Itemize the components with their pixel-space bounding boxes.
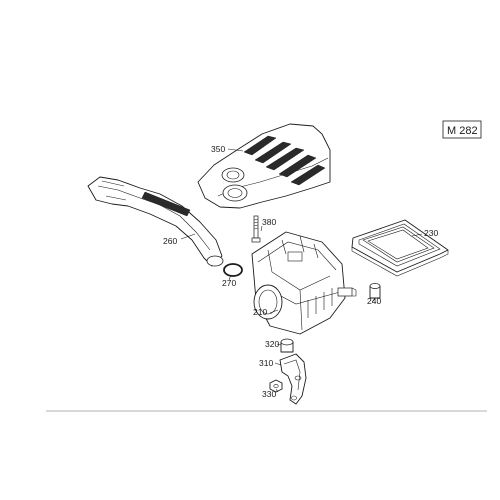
diagram-code: M 282 xyxy=(447,125,478,137)
sleeve-part xyxy=(369,283,381,299)
callout-310: 310 xyxy=(259,358,273,368)
callout-230: 230 xyxy=(424,228,438,238)
callout-210: 210 xyxy=(253,307,267,317)
nut-part xyxy=(269,379,283,393)
callout-320: 320 xyxy=(265,339,279,349)
seal-ring-part xyxy=(223,263,243,277)
callout-380: 380 xyxy=(262,217,276,227)
intake-duct-part xyxy=(87,176,224,267)
air-filter-element-part xyxy=(351,219,449,277)
callout-350: 350 xyxy=(211,144,225,154)
callout-240: 240 xyxy=(367,296,381,306)
air-filter-housing-part xyxy=(251,231,357,335)
engine-cover-part xyxy=(197,123,331,209)
diagram-code-box: M 282 xyxy=(442,120,482,139)
damper-part xyxy=(280,338,294,353)
callout-260: 260 xyxy=(163,236,177,246)
callout-330: 330 xyxy=(262,389,276,399)
bracket-part xyxy=(279,353,307,405)
bolt-part xyxy=(251,215,261,243)
callout-270: 270 xyxy=(222,278,236,288)
